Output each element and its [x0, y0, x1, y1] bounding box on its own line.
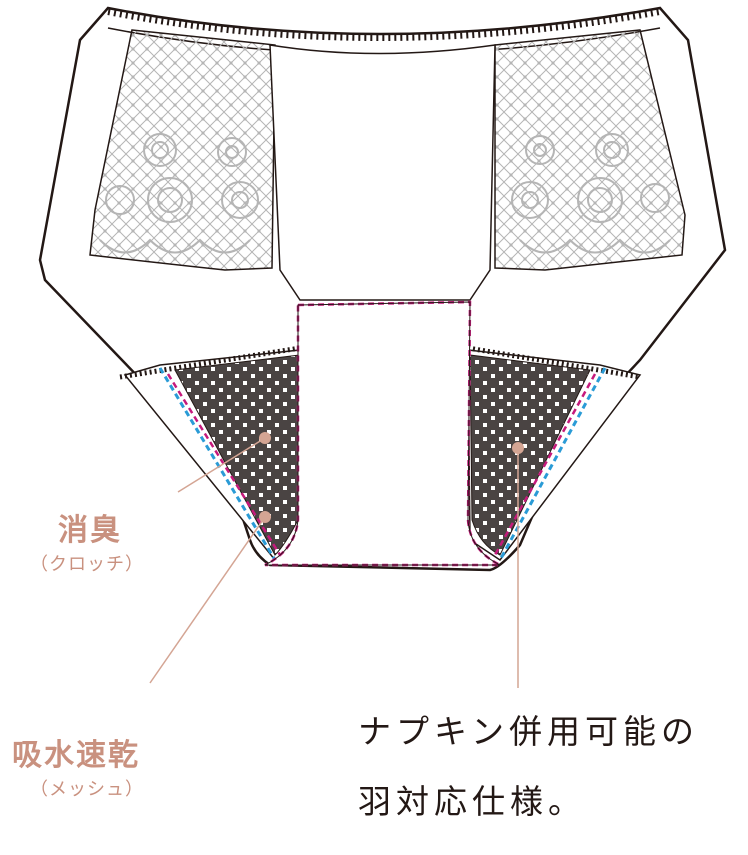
deodorant-label: 消臭	[58, 505, 122, 549]
absorb-sublabel: （メッシュ）	[30, 775, 144, 801]
leader-absorb	[150, 517, 265, 683]
wing-caption-line2: 羽対応仕様。	[358, 775, 586, 823]
absorb-label: 吸水速乾	[12, 730, 140, 774]
marker-absorb	[259, 511, 271, 523]
front-panel	[270, 45, 495, 300]
wing-caption-line1: ナプキン併用可能の	[358, 705, 699, 753]
deodorant-sublabel: （クロッチ）	[30, 550, 144, 576]
marker-wing	[512, 442, 524, 454]
crotch-gusset	[265, 302, 500, 565]
marker-deodorant	[259, 432, 271, 444]
